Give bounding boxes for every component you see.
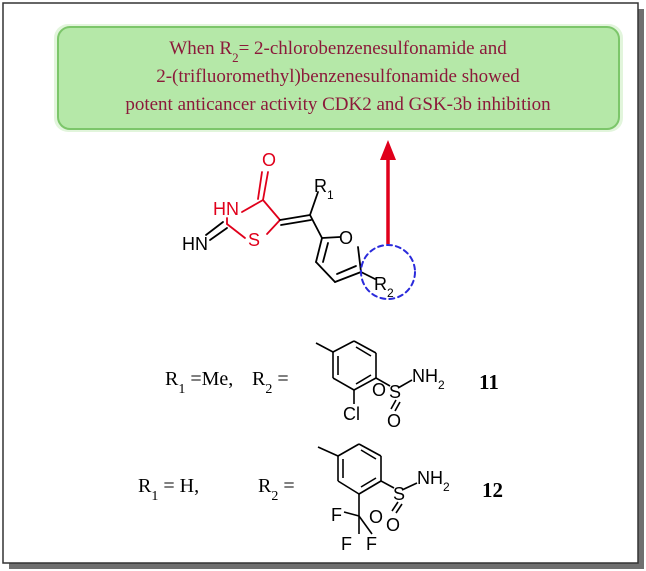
bond-c4-o xyxy=(262,171,269,201)
callout-box: When R2= 2-chlorobenzenesulfonamide and … xyxy=(54,24,623,132)
c11-atom-o1: O xyxy=(372,380,386,400)
c12-benzene-ring xyxy=(317,443,418,535)
bond-c3-c2 xyxy=(315,237,323,263)
bond-c-r1 xyxy=(309,191,319,216)
black-bonds xyxy=(205,191,376,283)
callout-line-1: When R2= 2-chlorobenzenesulfonamide and xyxy=(169,38,507,65)
bond-c5-r2 xyxy=(360,271,376,280)
atom-nh-ring: HN xyxy=(213,199,239,219)
bond-n-c4 xyxy=(241,199,264,213)
scaffold-molecule: O HN S HN R1 O R2 xyxy=(182,150,416,300)
c12-nh2: NH2 xyxy=(417,468,450,494)
c11-atom-o2: O xyxy=(387,411,401,431)
c12-r2: R2 = xyxy=(258,475,295,504)
atom-nh-imine: HN xyxy=(182,234,208,254)
thiazolidinone-ring-bonds xyxy=(226,171,281,239)
bond-c5-c4 xyxy=(334,271,362,283)
red-arrow xyxy=(380,140,396,244)
callout-rect xyxy=(57,26,620,130)
c11-number: 11 xyxy=(479,370,499,394)
atom-o-furan: O xyxy=(339,228,353,248)
bond-c4-c5 xyxy=(262,199,281,221)
label-r1: R1 xyxy=(314,176,334,202)
bond-c-furan xyxy=(309,214,323,239)
bond-s-c2 xyxy=(226,223,246,239)
c11-atom-s: S xyxy=(389,382,401,402)
c12-r1: R1 = H, xyxy=(138,475,199,504)
compound-12: R1 = H, R2 = S NH2 O O F F F xyxy=(138,443,503,554)
c11-atom-cl: Cl xyxy=(343,404,360,424)
c12-atom-o2: O xyxy=(386,515,400,535)
atom-s-ring: S xyxy=(248,230,260,250)
c11-r1: R1 =Me, xyxy=(165,368,233,397)
bond-c2-nh xyxy=(209,227,228,241)
bond-c5-s xyxy=(266,219,281,235)
bond-exocyclic xyxy=(279,214,311,221)
atom-o-carbonyl: O xyxy=(262,150,276,170)
c11-benzene-ring xyxy=(315,340,413,412)
c12-atom-f3: F xyxy=(366,534,377,554)
callout-line-3: potent anticancer activity CDK2 and GSK-… xyxy=(125,94,551,115)
c12-atom-o1: O xyxy=(369,507,383,527)
bond-furan-c2-o xyxy=(321,236,341,239)
c12-atom-f2: F xyxy=(341,534,352,554)
bond-c4-c3 xyxy=(315,261,336,283)
c12-atom-f1: F xyxy=(331,505,342,525)
compound-11: R1 =Me, R2 = S NH2 O O Cl 11 xyxy=(165,340,499,431)
c12-atom-s: S xyxy=(393,484,405,504)
bond-c5-c4-double xyxy=(336,265,357,275)
arrow-head xyxy=(380,140,396,160)
label-r2: R2 xyxy=(374,274,394,300)
c12-number: 12 xyxy=(482,478,503,502)
c11-r2: R2 = xyxy=(252,368,289,397)
bond-o-c5 xyxy=(357,246,362,273)
bond-c4-o-double xyxy=(257,171,263,200)
bond-exocyclic-double xyxy=(280,219,312,226)
callout-line-2: 2-(trifluoromethyl)benzenesulfonamide sh… xyxy=(156,66,520,87)
bond-c2-nh-double xyxy=(205,221,224,236)
c11-nh2: NH2 xyxy=(412,366,445,392)
bond-c3-c2-double xyxy=(322,242,329,263)
r2-dashed-circle xyxy=(360,244,416,300)
